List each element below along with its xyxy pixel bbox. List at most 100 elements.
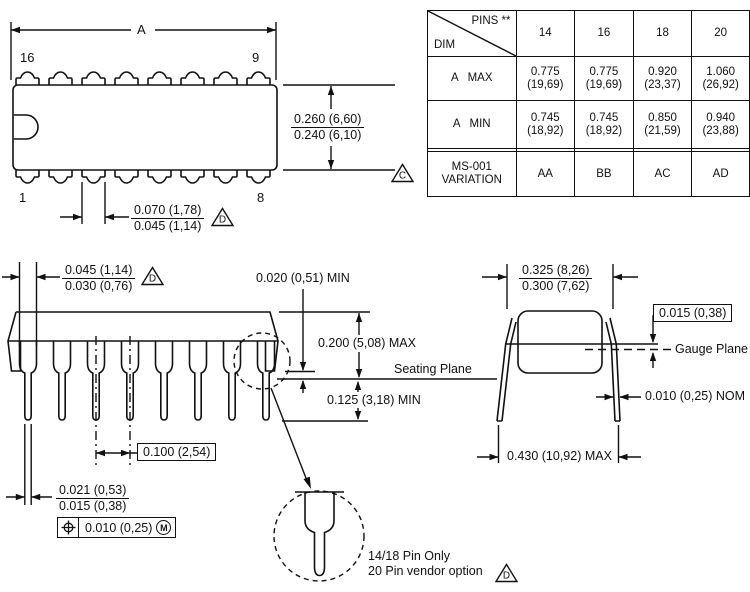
package-body-top-view [12,84,278,171]
dim-standoff-arrows [299,362,307,389]
detail-pin [304,492,335,577]
dim-lead-width-min: 0.015 (0,38) [59,499,127,513]
detail-note-line2: 20 Pin vendor option [368,564,483,578]
side-view [2,262,497,505]
corner-dim-label: DIM [434,39,456,51]
a-min-20: 0.940 (23,88) [691,100,750,149]
pin-9-label: 9 [252,50,260,65]
pin-16-label: 16 [20,50,35,65]
detail-circle [273,490,365,582]
a-min-18: 0.850 (21,59) [632,100,693,149]
dim-lead-width-lines [6,424,52,505]
pin-centerlines [95,336,131,467]
feature-control-frame: 0.010 (0,25) M [57,517,177,538]
true-position-icon [58,518,79,537]
dim-shoulder-min: 0.030 (0,76) [65,279,133,293]
note-triangle-d1: D [210,207,235,227]
dim-a-lines [10,22,277,80]
gauge-plane-label: Gauge Plane [675,342,748,356]
dim-gauge-offset-box: 0.015 (0,38) [653,304,733,322]
dim-row-span-max: 0.325 (8,26) [519,264,593,279]
dim-lead-width-arrows [15,493,41,501]
table-header-row: PINS ** DIM 14 16 18 20 [427,10,750,57]
detail-leader-line [270,387,309,483]
detail-view [273,490,365,582]
table-row-a-max: A MAX 0.775 (19,69) 0.775 (19,69) 0.920 … [427,56,750,101]
corner-pins-label: PINS ** [471,15,511,27]
note-letter: D [149,274,156,285]
top-view-pins [15,71,271,184]
position-tolerance-value: 0.010 (0,25) [85,520,153,535]
dim-lead-width-max: 0.021 (0,53) [56,484,130,499]
pin1-index-notch [13,114,39,140]
detail-callout-circle [233,332,291,390]
detail-note-line1: 14/18 Pin Only [368,549,450,563]
dim-shoulder-max: 0.045 (1,14) [62,264,136,279]
dim-lead-thickness-arrows [604,393,629,401]
package-body-end-view [517,310,603,374]
dim-lead-tab-min: 0.045 (1,14) [134,219,202,233]
dim-standoff-lines [285,289,315,393]
corner-diagonal-line [428,11,516,56]
a-max-14: 0.775 (19,69) [515,56,576,101]
left-lead [496,317,517,422]
row-label-variation: MS-001 VARIATION [427,151,517,197]
top-view [10,22,395,224]
package-body-side-view [7,311,279,372]
pin-1-label: 1 [19,190,27,205]
dim-standoff-label: 0.020 (0,51) MIN [256,271,350,285]
dim-lead-tab: 0.070 (1,78) 0.045 (1,14) [131,204,205,233]
dim-lead-tab-max: 0.070 (1,78) [131,204,205,219]
dim-gauge-offset-arrows [649,334,657,361]
dim-body-width: 0.260 (6,60) 0.240 (6,10) [291,113,365,142]
dim-lead-tab-lines [60,182,129,224]
col-header-18: 18 [632,10,693,57]
dim-overall-span-label: 0.430 (10,92) MAX [507,449,612,463]
a-max-16: 0.775 (19,69) [574,56,634,101]
dim-lead-length-arrows [354,381,362,420]
dim-body-width-max: 0.260 (6,60) [291,113,365,128]
note-letter: C [399,171,406,182]
variation-20: AD [691,151,750,197]
detail-leader-arrow [303,476,311,489]
table-row-a-min: A MIN 0.745 (18,92) 0.745 (18,92) 0.850 … [427,100,750,149]
dim-shoulder-arrows [10,273,46,281]
dim-lead-tab-arrows [73,213,114,221]
end-view [477,264,672,463]
dim-lead-thickness-label: 0.010 (0,25) NOM [645,389,746,403]
a-max-18: 0.920 (23,37) [632,56,693,101]
col-header-20: 20 [691,10,750,57]
row-label-a-max: A MAX [427,56,517,101]
note-triangle-d2: D [140,266,165,286]
pin-8-label: 8 [257,190,265,205]
right-lead [605,317,621,422]
dim-row-span: 0.325 (8,26) 0.300 (7,62) [519,264,593,293]
note-letter: D [503,571,510,582]
dim-body-width-arrows [327,86,335,169]
note-triangle-d3: D [494,563,519,583]
side-view-pins [18,340,276,421]
col-header-16: 16 [574,10,634,57]
seating-plane-label: Seating Plane [394,362,472,376]
a-min-14: 0.745 (18,92) [515,100,576,149]
dim-overall-span-lines [477,425,641,463]
table-corner-cell: PINS ** DIM [427,10,517,57]
dim-shoulder: 0.045 (1,14) 0.030 (0,76) [62,264,136,293]
note-triangle-c: C [390,163,415,183]
pin-dimension-table: PINS ** DIM 14 16 18 20 A MAX 0.775 (19,… [427,10,750,197]
dim-row-span-min: 0.300 (7,62) [522,279,590,293]
dim-pitch-box: 0.100 (2,54) [137,443,217,461]
col-header-14: 14 [515,10,576,57]
dim-shoulder-lines [2,262,60,346]
dim-body-width-min: 0.240 (6,10) [294,128,362,142]
variation-14: AA [515,151,576,197]
dim-lead-width: 0.021 (0,53) 0.015 (0,38) [56,484,130,513]
mmc-modifier-icon: M [156,520,172,535]
dim-a-label: A [137,22,146,37]
variation-18: AC [632,151,693,197]
a-min-16: 0.745 (18,92) [574,100,634,149]
note-letter: D [219,215,226,226]
dim-row-span-lines [482,264,638,309]
